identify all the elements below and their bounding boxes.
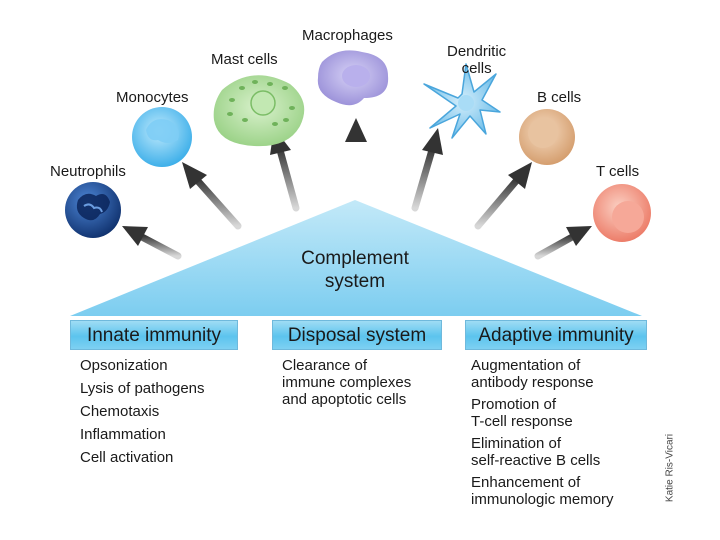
monocyte-cell-icon — [132, 107, 192, 167]
b-cell-icon — [519, 109, 575, 165]
list-item: Clearance of immune complexes and apopto… — [282, 357, 412, 408]
header-innate-immunity: Innate immunity — [70, 320, 238, 350]
t-cell-icon — [593, 184, 651, 242]
arrow-to-dendritic-cells — [411, 128, 443, 212]
list-item: Lysis of pathogens — [80, 380, 205, 397]
list-item: Chemotaxis — [80, 403, 160, 420]
neutrophil-cell-icon — [65, 182, 121, 238]
label-b-cells: B cells — [537, 89, 582, 106]
label-mast-cells: Mast cells — [211, 51, 278, 68]
label-monocytes: Monocytes — [116, 89, 189, 106]
mast-cell-icon — [213, 75, 305, 147]
arrow-to-t-cells — [534, 226, 592, 260]
header-disposal-system: Disposal system — [272, 320, 442, 350]
list-item: Enhancement of immunologic memory — [471, 474, 614, 508]
list-item: Cell activation — [80, 449, 174, 466]
label-neutrophils: Neutrophils — [50, 163, 126, 180]
complement-system-label: Complement system — [255, 247, 455, 293]
label-dendritic-cells: Dendritic cells — [447, 43, 507, 77]
list-item: Elimination of self-reactive B cells — [471, 435, 601, 469]
header-adaptive-immunity: Adaptive immunity — [465, 320, 647, 350]
dendritic-cell-icon — [423, 63, 501, 139]
arrow-to-b-cells — [474, 162, 532, 230]
arrow-to-macrophages — [345, 118, 367, 196]
disposal-system-list: Clearance of immune complexes and apopto… — [282, 357, 411, 413]
innate-immunity-list: Opsonization Lysis of pathogens Chemotax… — [80, 357, 205, 472]
list-item: Inflammation — [80, 426, 166, 443]
label-macrophages: Macrophages — [302, 27, 393, 44]
arrow-to-neutrophils — [122, 226, 182, 260]
hub-line-1: Complement — [301, 248, 409, 269]
label-t-cells: T cells — [596, 163, 640, 180]
adaptive-immunity-list: Augmentation of antibody response Promot… — [471, 357, 614, 513]
complement-triangle — [70, 200, 642, 316]
list-item: Opsonization — [80, 357, 168, 374]
arrow-to-monocytes — [182, 162, 242, 230]
hub-line-2: system — [324, 271, 386, 292]
list-item: Promotion of T-cell response — [471, 396, 573, 430]
macrophage-cell-icon — [317, 50, 389, 106]
list-item: Augmentation of antibody response — [471, 357, 594, 391]
arrows — [122, 118, 592, 260]
artist-credit: Katie Ris-Vicari — [664, 433, 676, 503]
